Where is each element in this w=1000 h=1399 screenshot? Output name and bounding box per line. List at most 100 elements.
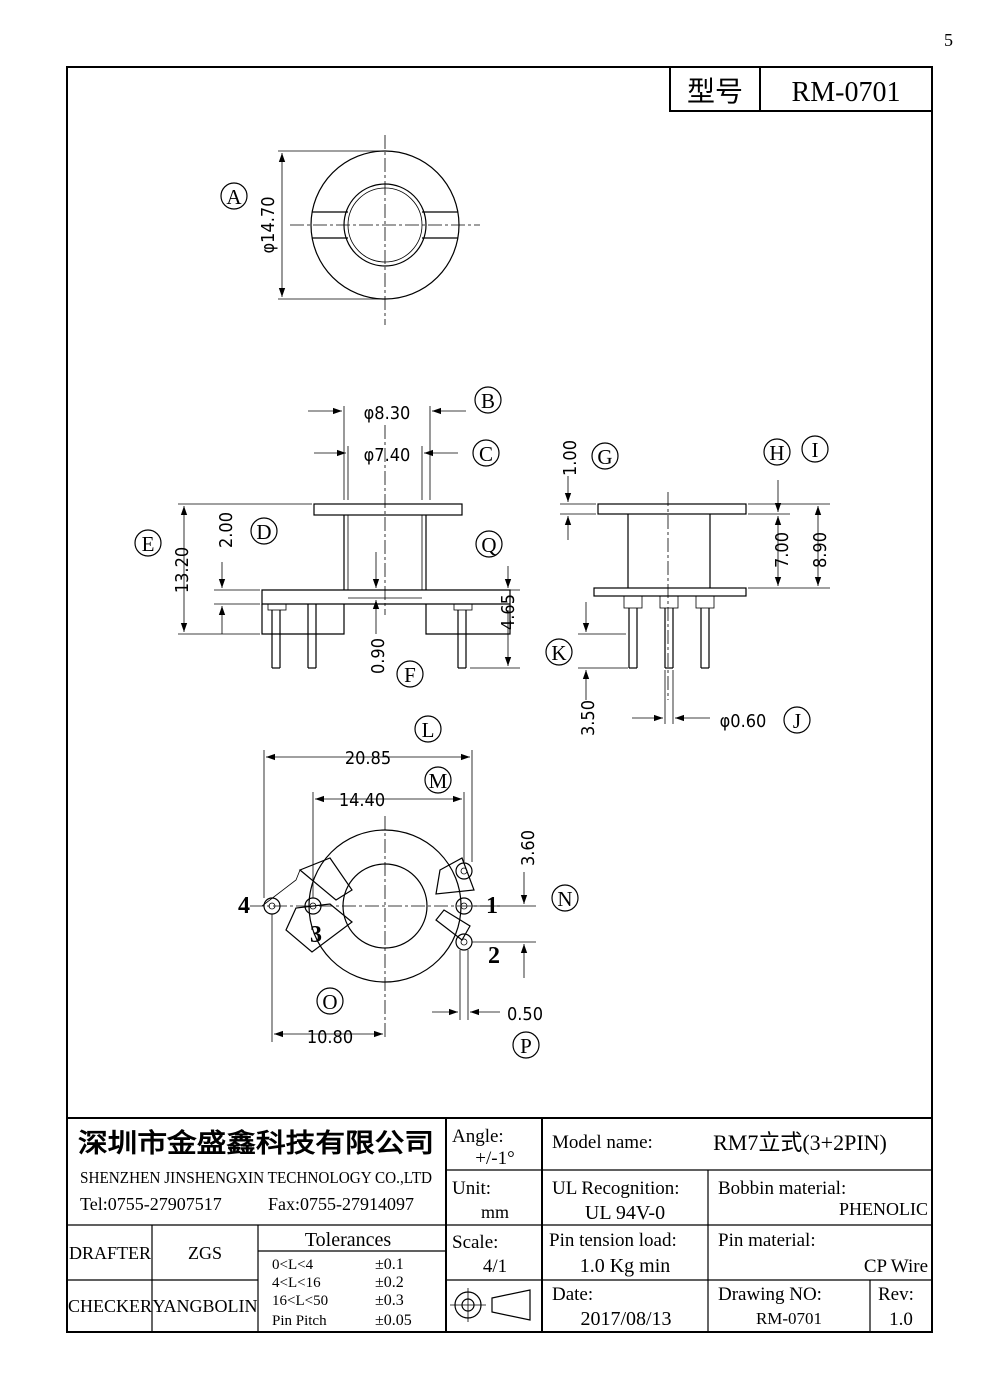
svg-text:C: C — [479, 442, 493, 466]
callout-K: K — [545, 638, 573, 666]
dim-G: 1.00 — [560, 440, 581, 476]
unit-value: mm — [481, 1202, 509, 1222]
pin-label-3: 3 — [310, 922, 322, 948]
callout-A: A — [220, 182, 248, 210]
callout-E: E — [134, 529, 162, 557]
tol-value-0: ±0.1 — [375, 1256, 404, 1273]
pin-label-2: 2 — [488, 943, 500, 969]
model-value: RM-0701 — [792, 77, 901, 108]
svg-text:M: M — [429, 769, 448, 793]
tol-value-2: ±0.3 — [375, 1292, 404, 1309]
callout-J: J — [783, 706, 811, 734]
bottom-view: 4 3 1 2 20.85 14.40 3.60 10.80 0.50 — [238, 748, 543, 1048]
drawing-no-value: RM-0701 — [756, 1309, 822, 1328]
callout-P: P — [512, 1031, 540, 1059]
bobbin-value: PHENOLIC — [839, 1199, 928, 1219]
ul-value: UL 94V-0 — [585, 1202, 665, 1224]
pin-tension-value: 1.0 Kg min — [580, 1255, 671, 1277]
callout-I: I — [801, 435, 829, 463]
tol-range-1: 4<L<16 — [272, 1275, 321, 1291]
svg-text:J: J — [793, 709, 801, 733]
svg-text:G: G — [597, 445, 612, 469]
dim-H: 7.00 — [772, 532, 793, 568]
pin-tension-label: Pin tension load: — [549, 1230, 677, 1251]
date-value: 2017/08/13 — [580, 1308, 671, 1330]
tol-range-3: Pin Pitch — [272, 1313, 327, 1329]
svg-text:P: P — [520, 1034, 532, 1058]
checker-label: CHECKER — [68, 1296, 152, 1316]
svg-text:Q: Q — [481, 533, 496, 557]
dim-C: φ7.40 — [364, 445, 411, 466]
dim-P: 0.50 — [507, 1004, 543, 1025]
svg-text:A: A — [226, 185, 242, 209]
company-cn: 深圳市金盛鑫科技有限公司 — [78, 1128, 434, 1158]
model-name-label: Model name: — [552, 1132, 653, 1153]
tol-range-2: 16<L<50 — [272, 1293, 328, 1309]
svg-text:H: H — [769, 441, 784, 465]
dim-M: 14.40 — [339, 790, 385, 811]
callout-O: O — [316, 987, 344, 1015]
svg-text:I: I — [812, 438, 819, 462]
dim-Q: 4.65 — [498, 594, 519, 630]
rev-label: Rev: — [878, 1284, 914, 1305]
callout-H: H — [763, 438, 791, 466]
bobbin-label: Bobbin material: — [718, 1178, 846, 1199]
dim-E: 13.20 — [172, 547, 193, 593]
dim-N: 3.60 — [518, 830, 539, 866]
callout-D: D — [250, 517, 278, 545]
callout-C: C — [472, 439, 500, 467]
model-label: 型号 — [687, 76, 743, 108]
callout-M: M — [424, 766, 452, 794]
svg-text:O: O — [322, 990, 337, 1014]
date-label: Date: — [552, 1284, 593, 1305]
angle-label: Angle: — [452, 1126, 504, 1147]
pin-material-value: CP Wire — [864, 1256, 928, 1277]
dim-I: 8.90 — [810, 532, 831, 568]
company-fax: Fax:0755-27914097 — [268, 1194, 414, 1214]
end-view: 1.00 7.00 8.90 3.50 φ0.60 — [560, 440, 831, 736]
svg-text:L: L — [422, 718, 435, 742]
scale-value: 4/1 — [483, 1256, 507, 1277]
projection-symbol-icon — [450, 1288, 531, 1322]
header-model-box: 型号 RM-0701 — [669, 66, 933, 112]
dim-D: 2.00 — [216, 512, 237, 548]
tol-value-3: ±0.05 — [375, 1312, 412, 1329]
company-tel: Tel:0755-27907517 — [80, 1194, 222, 1214]
callout-N: N — [551, 884, 579, 912]
ul-label: UL Recognition: — [552, 1178, 680, 1199]
svg-text:N: N — [557, 887, 572, 911]
drawing-no-label: Drawing NO: — [718, 1284, 822, 1305]
drafter-value: ZGS — [188, 1243, 222, 1263]
dim-B: φ8.30 — [364, 403, 411, 424]
side-view: φ8.30 φ7.40 13.20 2.00 0.90 4.65 — [172, 403, 520, 674]
callout-L: L — [414, 715, 442, 743]
title-block: 深圳市金盛鑫科技有限公司 SHENZHEN JINSHENGXIN TECHNO… — [67, 1117, 932, 1332]
rev-value: 1.0 — [889, 1309, 913, 1330]
dim-K: 3.50 — [578, 700, 599, 736]
tol-value-1: ±0.2 — [375, 1274, 404, 1291]
dim-O: 10.80 — [307, 1027, 353, 1048]
callout-G: G — [591, 442, 619, 470]
page-number: 5 — [944, 30, 953, 50]
callout-F: F — [396, 660, 424, 688]
svg-text:K: K — [551, 641, 566, 665]
top-view: φ14.70 — [258, 135, 480, 325]
angle-value: +/-1° — [475, 1148, 514, 1169]
unit-label: Unit: — [452, 1178, 491, 1199]
svg-text:E: E — [142, 532, 155, 556]
callout-Q: Q — [475, 530, 503, 558]
company-en: SHENZHEN JINSHENGXIN TECHNOLOGY CO.,LTD — [80, 1168, 432, 1187]
dim-J: φ0.60 — [720, 711, 767, 732]
pin-material-label: Pin material: — [718, 1230, 816, 1251]
dim-A: φ14.70 — [258, 196, 279, 253]
svg-text:F: F — [404, 663, 416, 687]
drawing-border — [66, 66, 933, 1333]
model-name-value: RM7立式(3+2PIN) — [713, 1130, 887, 1155]
tol-range-0: 0<L<4 — [272, 1257, 314, 1273]
checker-value: YANGBOLIN — [153, 1296, 258, 1316]
tolerances-title: Tolerances — [305, 1229, 392, 1251]
callout-B: B — [474, 386, 502, 414]
pin-label-4: 4 — [238, 893, 250, 919]
drafter-label: DRAFTER — [69, 1243, 151, 1263]
